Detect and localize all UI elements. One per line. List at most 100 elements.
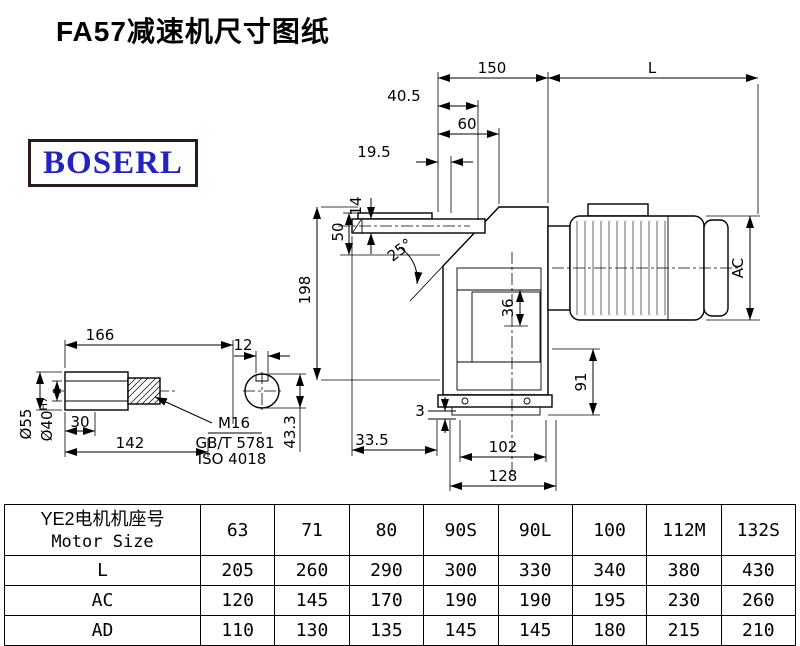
spec-table: YE2电机机座号 Motor Size 63 71 80 90S 90L 100…: [4, 504, 797, 646]
value-cell: 145: [423, 615, 499, 646]
value-cell: 145: [497, 615, 573, 646]
value-cell: 330: [497, 555, 573, 586]
dim-label-25deg: 25°: [384, 235, 416, 266]
value-cell: 300: [423, 555, 499, 586]
dim-dia55: Ø55: [17, 371, 62, 440]
shaft-detail-view: [52, 371, 281, 411]
dim-label-12: 12: [233, 336, 252, 354]
dim-label-dia40: Ø40H7: [38, 397, 56, 442]
dim-3: 3: [415, 397, 456, 433]
hollow-shaft-sleeve: [64, 371, 129, 411]
dim-label-14: 14: [347, 196, 365, 215]
main-view: [338, 203, 742, 472]
value-cell: 180: [571, 615, 648, 646]
value-cell: 290: [348, 555, 425, 586]
value-cell: 170: [348, 585, 425, 616]
dim-91: 91: [548, 348, 600, 416]
value-cell: 215: [646, 615, 722, 646]
table-row-L: L 205 260 290 300 330 340 380 430: [4, 555, 797, 586]
motor-size-label-en: Motor Size: [51, 531, 154, 552]
value-cell: 135: [348, 615, 425, 646]
motor-size-header-cell: YE2电机机座号 Motor Size: [4, 504, 201, 556]
dim-60: 60: [438, 115, 500, 204]
dia40-tolerance: H7: [39, 397, 50, 411]
table-row-AC: AC 120 145 170 190 190 195 230 260: [4, 585, 797, 616]
value-cell: 430: [720, 555, 797, 586]
value-cell: 145: [274, 585, 350, 616]
motor-terminal-box: [587, 203, 649, 217]
value-cell: 380: [646, 555, 722, 586]
dim-30: 30: [64, 412, 96, 457]
value-cell: 130: [274, 615, 350, 646]
dim-label-43-3: 43.3: [281, 415, 299, 448]
dim-43-3: 43.3: [264, 373, 306, 452]
size-cell: 80: [348, 504, 425, 556]
brand-logo: BOSERL: [28, 139, 198, 187]
dim-label-19-5: 19.5: [357, 143, 390, 161]
motor-size-label-cn: YE2电机机座号: [40, 509, 165, 530]
row-label-cell: AC: [4, 585, 201, 616]
output-flange: [437, 394, 553, 408]
thread-standard-label: GB/T 5781: [195, 434, 274, 452]
dim-50: 50: [329, 212, 440, 256]
value-cell: 110: [199, 615, 276, 646]
dim-label-AC: AC: [729, 258, 747, 278]
dim-166: 166: [64, 326, 234, 424]
size-cell: 90L: [497, 504, 573, 556]
dim-label-30: 30: [70, 413, 89, 431]
value-cell: 190: [423, 585, 499, 616]
size-cell: 71: [274, 504, 350, 556]
gearbox-housing: [442, 206, 549, 396]
value-cell: 195: [571, 585, 648, 616]
dim-label-198: 198: [296, 276, 314, 305]
dim-label-33-5: 33.5: [355, 431, 388, 449]
dim-142: 142: [65, 434, 209, 457]
dim-label-L: L: [648, 59, 657, 77]
size-cell: 90S: [423, 504, 499, 556]
value-cell: 190: [497, 585, 573, 616]
dim-AC: AC: [706, 215, 760, 321]
dim-label-36: 36: [499, 298, 517, 317]
dim-12: 12: [233, 336, 290, 373]
dim-label-166: 166: [86, 326, 115, 344]
row-label-cell: AD: [4, 615, 201, 646]
dim-label-91: 91: [572, 372, 590, 391]
value-cell: 230: [646, 585, 722, 616]
dim-label-150: 150: [478, 59, 507, 77]
value-cell: 260: [274, 555, 350, 586]
size-cell: 63: [199, 504, 276, 556]
dim-150: 150: [437, 59, 549, 212]
dimension-drawing: 150 L 40.5 60 19.5 14: [17, 59, 760, 491]
dim-label-60: 60: [457, 115, 476, 133]
dia40-value: Ø40: [38, 410, 56, 441]
dim-dia40: Ø40H7: [38, 380, 62, 442]
thread-callout: M16 GB/T 5781 ISO 4018: [154, 396, 275, 468]
table-header-row: YE2电机机座号 Motor Size 63 71 80 90S 90L 100…: [4, 504, 797, 556]
page-title: FA57减速机尺寸图纸: [56, 16, 330, 47]
value-cell: 210: [720, 615, 797, 646]
dim-198: 198: [296, 206, 440, 381]
dim-label-128: 128: [489, 467, 518, 485]
dim-angle-25: 25°: [384, 235, 423, 285]
dim-40-5: 40.5: [387, 87, 479, 220]
dim-19-5: 19.5: [357, 143, 473, 213]
size-cell: 100: [571, 504, 648, 556]
value-cell: 120: [199, 585, 276, 616]
size-cell: 132S: [720, 504, 797, 556]
dim-label-3: 3: [415, 402, 425, 420]
dim-label-dia55: Ø55: [17, 409, 35, 440]
thread-iso-label: ISO 4018: [198, 450, 267, 468]
dim-33-5: 33.5: [351, 236, 438, 456]
value-cell: 205: [199, 555, 276, 586]
dim-36: 36: [499, 290, 528, 327]
dim-label-102: 102: [489, 438, 518, 456]
dim-label-50: 50: [329, 222, 347, 241]
value-cell: 260: [720, 585, 797, 616]
dim-128: 128: [449, 420, 557, 491]
brand-logo-text: BOSERL: [43, 144, 183, 181]
row-label-cell: L: [4, 555, 201, 586]
dim-label-40-5: 40.5: [387, 87, 420, 105]
thread-label: M16: [218, 414, 250, 432]
dim-motor-length: L: [548, 59, 759, 214]
